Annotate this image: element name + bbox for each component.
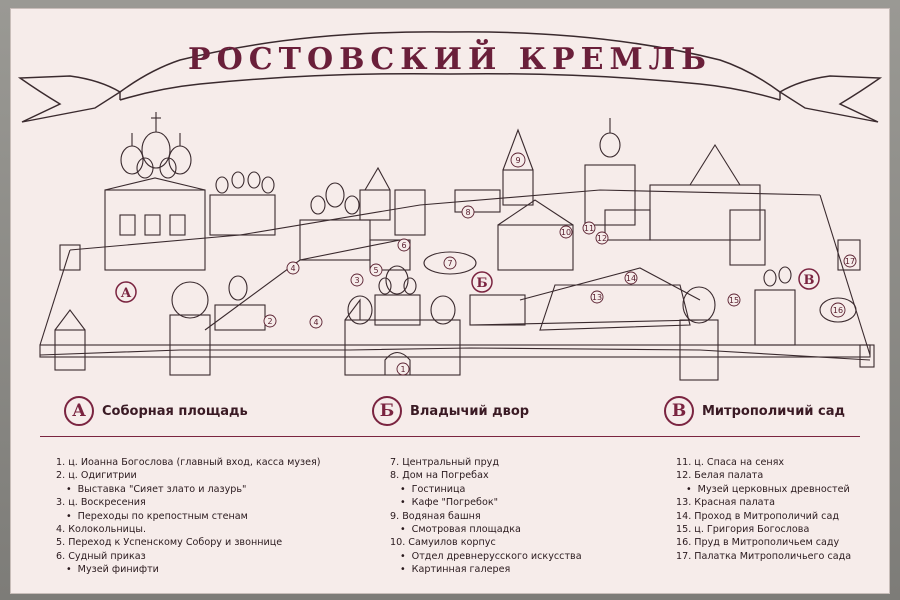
marker-6: 6	[401, 241, 406, 250]
marker-10: 10	[561, 228, 571, 237]
kremlin-wall-east	[819, 194, 871, 356]
marker-5: 5	[373, 266, 378, 275]
legend-subitem: Переходы по крепостным стенам	[56, 510, 321, 523]
zone-label-a: Соборная площадь	[102, 403, 248, 419]
legend-divider	[40, 436, 860, 437]
marker-15: 15	[729, 296, 739, 305]
legend-item: 9. Водяная башня	[390, 510, 481, 522]
legend-subitem: Кафе "Погребок"	[390, 496, 582, 509]
legend-item: 14. Проход в Митрополичий сад	[676, 510, 839, 522]
marker-4b: 4	[313, 318, 318, 327]
legend-item: 1. ц. Иоанна Богослова (главный вход, ка…	[56, 457, 321, 468]
marker-3: 3	[354, 276, 359, 285]
legend-subitem: Музей финифти	[56, 563, 321, 576]
legend-item: 12. Белая палата	[676, 470, 764, 482]
marker-17: 17	[845, 257, 855, 266]
legend-item: 10. Самуилов корпус	[390, 537, 496, 549]
marker-14: 14	[626, 274, 636, 283]
legend-subitem: Смотровая площадка	[390, 523, 582, 536]
corner-towers	[54, 239, 875, 381]
legend-item: 13. Красная палата	[676, 497, 775, 509]
legend-subitem: Музей церковных древностей	[676, 483, 851, 496]
zone-letter-b: Б	[372, 396, 402, 426]
legend-item: 5. Переход к Успенскому Собору и звонниц…	[56, 537, 283, 549]
marker-9: 9	[515, 156, 520, 165]
house-on-cellars	[454, 189, 501, 213]
samuel-building	[497, 199, 574, 271]
marker-2: 2	[267, 317, 272, 326]
zone-letter-a: А	[64, 396, 94, 426]
savior-church	[584, 118, 636, 226]
water-tower	[502, 128, 534, 206]
legend-item: 17. Палатка Митрополичьего сада	[676, 550, 852, 562]
zone-label-b: Владычий двор	[410, 403, 530, 419]
zone-legend-a: А Соборная площадь	[64, 396, 248, 426]
red-chamber	[539, 284, 691, 331]
marker-16: 16	[833, 306, 843, 315]
zone-legend-c: В Митрополичий сад	[664, 396, 845, 426]
legend-subitem: Картинная галерея	[390, 563, 582, 576]
map-zone-c: В	[804, 273, 815, 288]
zone-letter-c: В	[664, 396, 694, 426]
legend-column-3: 11. ц. Спаса на сенях 12. Белая палата М…	[676, 456, 851, 563]
legend-item: 7. Центральный пруд	[390, 457, 499, 468]
hodegetria-church	[214, 275, 266, 331]
page-title: РОСТОВСКИЙ КРЕМЛЬ	[188, 42, 712, 77]
resurrection-church	[299, 166, 391, 261]
legend-item: 8. Дом на Погребах	[390, 470, 489, 482]
marker-7: 7	[447, 259, 452, 268]
belfry	[209, 171, 276, 236]
marker-4: 4	[290, 264, 295, 273]
legend-item: 3. ц. Воскресения	[56, 497, 146, 509]
map-zone-a: А	[121, 286, 132, 301]
legend-subitem: Гостиница	[390, 483, 582, 496]
legend-item: 15. ц. Григория Богослова	[676, 524, 810, 536]
central-pond	[423, 251, 477, 275]
zone-legend-b: Б Владычий двор	[372, 396, 529, 426]
legend-column-1: 1. ц. Иоанна Богослова (главный вход, ка…	[56, 456, 321, 577]
legend-subitem: Выставка "Сияет злато и лазурь"	[56, 483, 321, 496]
legend-item: 2. ц. Одигитрии	[56, 470, 137, 482]
gregory-church	[754, 266, 796, 346]
marker-12: 12	[597, 234, 607, 243]
garden-pond	[819, 297, 857, 323]
kremlin-wall-north	[69, 189, 821, 251]
marker-11: 11	[584, 224, 594, 233]
metropolitan-chambers	[649, 143, 766, 266]
court-buildings	[369, 189, 526, 326]
marker-13: 13	[592, 293, 602, 302]
marker-8: 8	[465, 208, 470, 217]
assumption-cathedral	[104, 112, 206, 271]
zone-label-c: Митрополичий сад	[702, 403, 846, 419]
map-zone-b: Б	[476, 276, 487, 291]
legend-subitem: Отдел древнерусского искусства	[390, 550, 582, 563]
marker-1: 1	[400, 365, 405, 374]
legend-item: 4. Колокольницы.	[56, 524, 146, 536]
legend-item: 11. ц. Спаса на сенях	[676, 457, 785, 468]
legend-item: 16. Пруд в Митрополичьем саду	[676, 537, 840, 549]
legend-column-2: 7. Центральный пруд 8. Дом на Погребах Г…	[390, 456, 582, 577]
kremlin-wall-south	[39, 347, 871, 361]
legend-item: 6. Судный приказ	[56, 550, 146, 562]
kremlin-wall-west	[39, 249, 71, 346]
